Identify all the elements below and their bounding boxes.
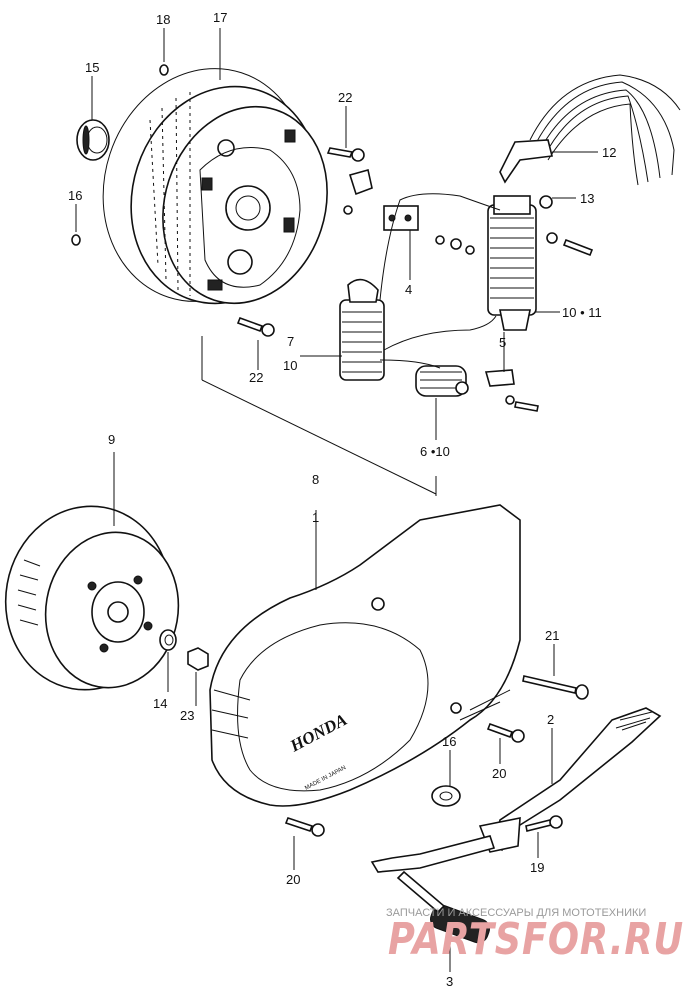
bolt-21 bbox=[522, 675, 589, 700]
callout-17: 17 bbox=[213, 10, 227, 25]
watermark-logo: PARTSFOR.RU bbox=[388, 914, 684, 965]
callout-20-lower: 20 bbox=[286, 872, 300, 887]
callout-18: 18 bbox=[156, 12, 170, 27]
callout-22-top: 22 bbox=[338, 90, 352, 105]
wire-bracket bbox=[484, 369, 515, 387]
callout-2: 2 bbox=[547, 712, 554, 727]
lighting-coil bbox=[487, 195, 537, 331]
terminal-block bbox=[343, 169, 419, 231]
callout-5: 5 bbox=[499, 335, 506, 350]
callout-19: 19 bbox=[530, 860, 544, 875]
callout-10-11: 10 • 11 bbox=[562, 305, 602, 320]
stator-base-plate bbox=[102, 68, 328, 305]
callout-1: 1 bbox=[312, 510, 319, 525]
rotor-nut bbox=[187, 647, 209, 671]
callout-13: 13 bbox=[580, 191, 594, 206]
wire-clamp bbox=[539, 195, 553, 209]
callout-9: 9 bbox=[108, 432, 115, 447]
kick-shaft-seal bbox=[431, 785, 461, 807]
callout-16-top: 16 bbox=[68, 188, 82, 203]
callout-8: 8 bbox=[312, 472, 319, 487]
left-crankcase-cover: HONDA MADE IN JAPAN bbox=[209, 504, 521, 807]
callout-21: 21 bbox=[545, 628, 559, 643]
dowel-pin-18 bbox=[159, 64, 169, 76]
exciter-coil bbox=[339, 278, 385, 381]
callout-12: 12 bbox=[602, 145, 616, 160]
rotor-washer bbox=[159, 629, 177, 651]
callout-6-10: 6 •10 bbox=[420, 444, 450, 459]
bolt-20-lower bbox=[284, 817, 325, 837]
wire-grommet bbox=[499, 139, 553, 184]
screw-22-upper bbox=[326, 147, 365, 162]
bolt-19 bbox=[525, 815, 563, 832]
screw-22-lower bbox=[236, 316, 275, 337]
watermark-tagline: ЗАПЧАСТИ И АКСЕССУАРЫ ДЛЯ МОТОТЕХНИКИ bbox=[386, 907, 646, 919]
callout-23: 23 bbox=[180, 708, 194, 723]
wire-harness bbox=[529, 74, 681, 186]
pulser-coil bbox=[415, 365, 469, 397]
callout-4: 4 bbox=[405, 282, 412, 297]
dowel-pin-16-top bbox=[71, 234, 81, 246]
callout-16-lower: 16 bbox=[442, 734, 456, 749]
bolt-20-right bbox=[486, 722, 525, 743]
leader-lines bbox=[75, 28, 598, 972]
callout-3: 3 bbox=[446, 974, 453, 989]
callout-7: 7 bbox=[287, 334, 294, 349]
kick-starter-arm bbox=[370, 707, 662, 944]
flywheel-rotor bbox=[4, 505, 180, 691]
callout-22-lower: 22 bbox=[249, 370, 263, 385]
callout-labels: 18 17 15 16 22 12 13 4 10 • 11 7 10 5 22… bbox=[68, 10, 616, 989]
oil-seal bbox=[76, 119, 110, 161]
callout-14: 14 bbox=[153, 696, 167, 711]
watermark: ЗАПЧАСТИ И АКСЕССУАРЫ ДЛЯ МОТОТЕХНИКИ PA… bbox=[386, 907, 684, 965]
callout-15: 15 bbox=[85, 60, 99, 75]
callout-7-10: 10 bbox=[283, 358, 297, 373]
callout-20-right: 20 bbox=[492, 766, 506, 781]
